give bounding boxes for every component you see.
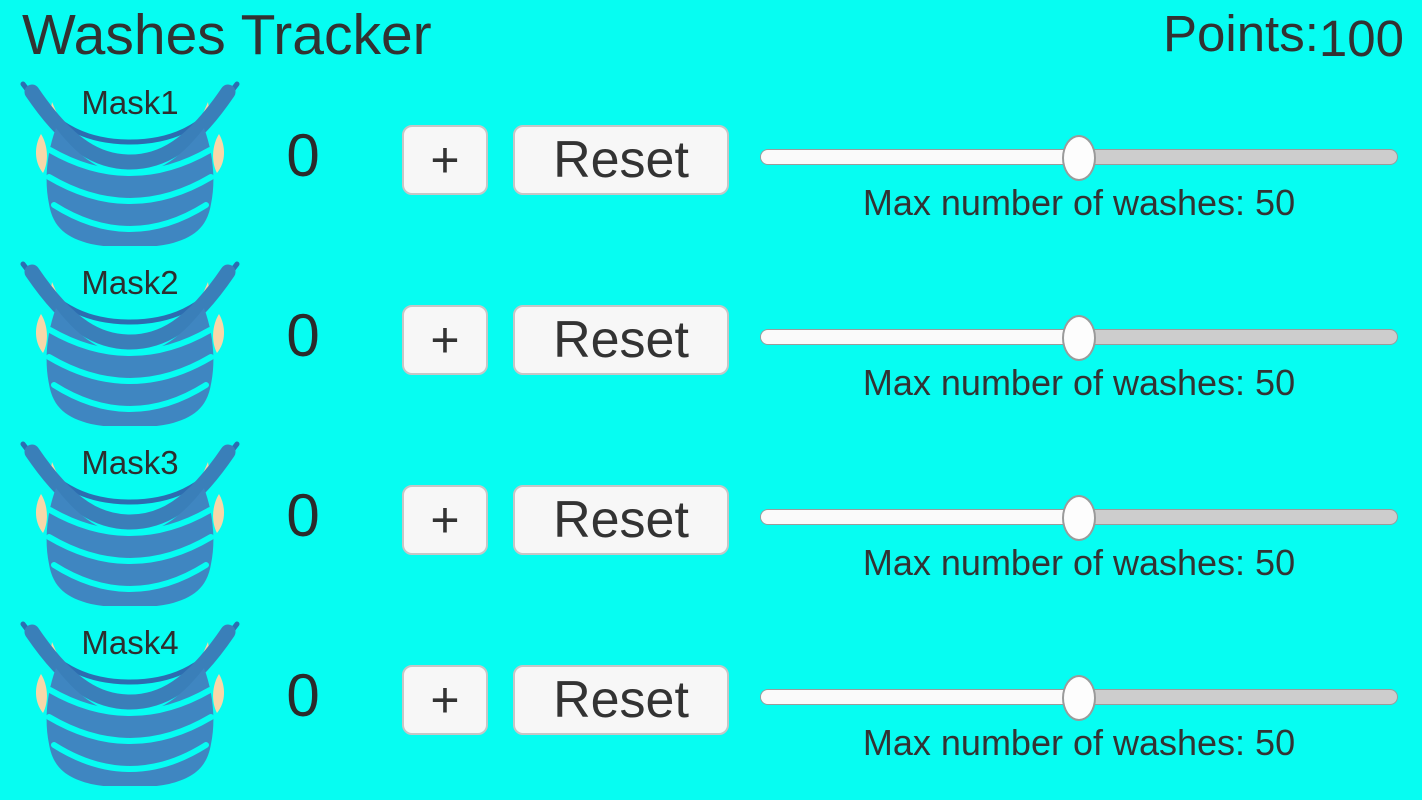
- slider-thumb[interactable]: [1062, 675, 1096, 721]
- mask-row: Mask4 0 + Reset Max number of washes: 50: [0, 618, 1422, 798]
- mask-name-label: Mask4: [81, 624, 179, 661]
- mask-name-label: Mask3: [81, 444, 179, 481]
- slider-thumb[interactable]: [1062, 315, 1096, 361]
- points-label: Points:: [1162, 5, 1319, 62]
- increment-button[interactable]: +: [402, 305, 488, 375]
- max-washes-label: Max number of washes: 50: [862, 722, 1296, 763]
- slider-thumb[interactable]: [1062, 135, 1096, 181]
- max-washes-slider[interactable]: [760, 495, 1398, 541]
- max-washes-slider[interactable]: [760, 135, 1398, 181]
- reset-button[interactable]: Reset: [513, 305, 729, 375]
- max-washes-slider[interactable]: [760, 315, 1398, 361]
- max-washes-label: Max number of washes: 50: [862, 362, 1296, 403]
- mask-row: Mask2 0 + Reset Max number of washes: 50: [0, 258, 1422, 438]
- wash-count: 0: [286, 482, 320, 549]
- mask-name-label: Mask2: [81, 264, 179, 301]
- increment-button[interactable]: +: [402, 485, 488, 555]
- reset-button[interactable]: Reset: [513, 125, 729, 195]
- reset-button[interactable]: Reset: [513, 665, 729, 735]
- mask-row: Mask3 0 + Reset Max number of washes: 50: [0, 438, 1422, 618]
- slider-fill: [761, 690, 1080, 704]
- increment-button[interactable]: +: [402, 665, 488, 735]
- wash-count: 0: [286, 662, 320, 729]
- slider-fill: [761, 510, 1080, 524]
- page-title: Washes Tracker: [22, 3, 432, 67]
- reset-button[interactable]: Reset: [513, 485, 729, 555]
- wash-count: 0: [286, 302, 320, 369]
- slider-fill: [761, 330, 1080, 344]
- mask-name-label: Mask1: [81, 84, 179, 121]
- slider-fill: [761, 150, 1080, 164]
- slider-thumb[interactable]: [1062, 495, 1096, 541]
- max-washes-label: Max number of washes: 50: [862, 542, 1296, 583]
- max-washes-slider[interactable]: [760, 675, 1398, 721]
- max-washes-label: Max number of washes: 50: [862, 182, 1296, 223]
- wash-count: 0: [286, 122, 320, 189]
- points-value: 100: [1318, 10, 1404, 67]
- points-display: Points:100: [1162, 4, 1404, 67]
- mask-row: Mask1 0 + Reset Max number of washes: 50: [0, 78, 1422, 258]
- increment-button[interactable]: +: [402, 125, 488, 195]
